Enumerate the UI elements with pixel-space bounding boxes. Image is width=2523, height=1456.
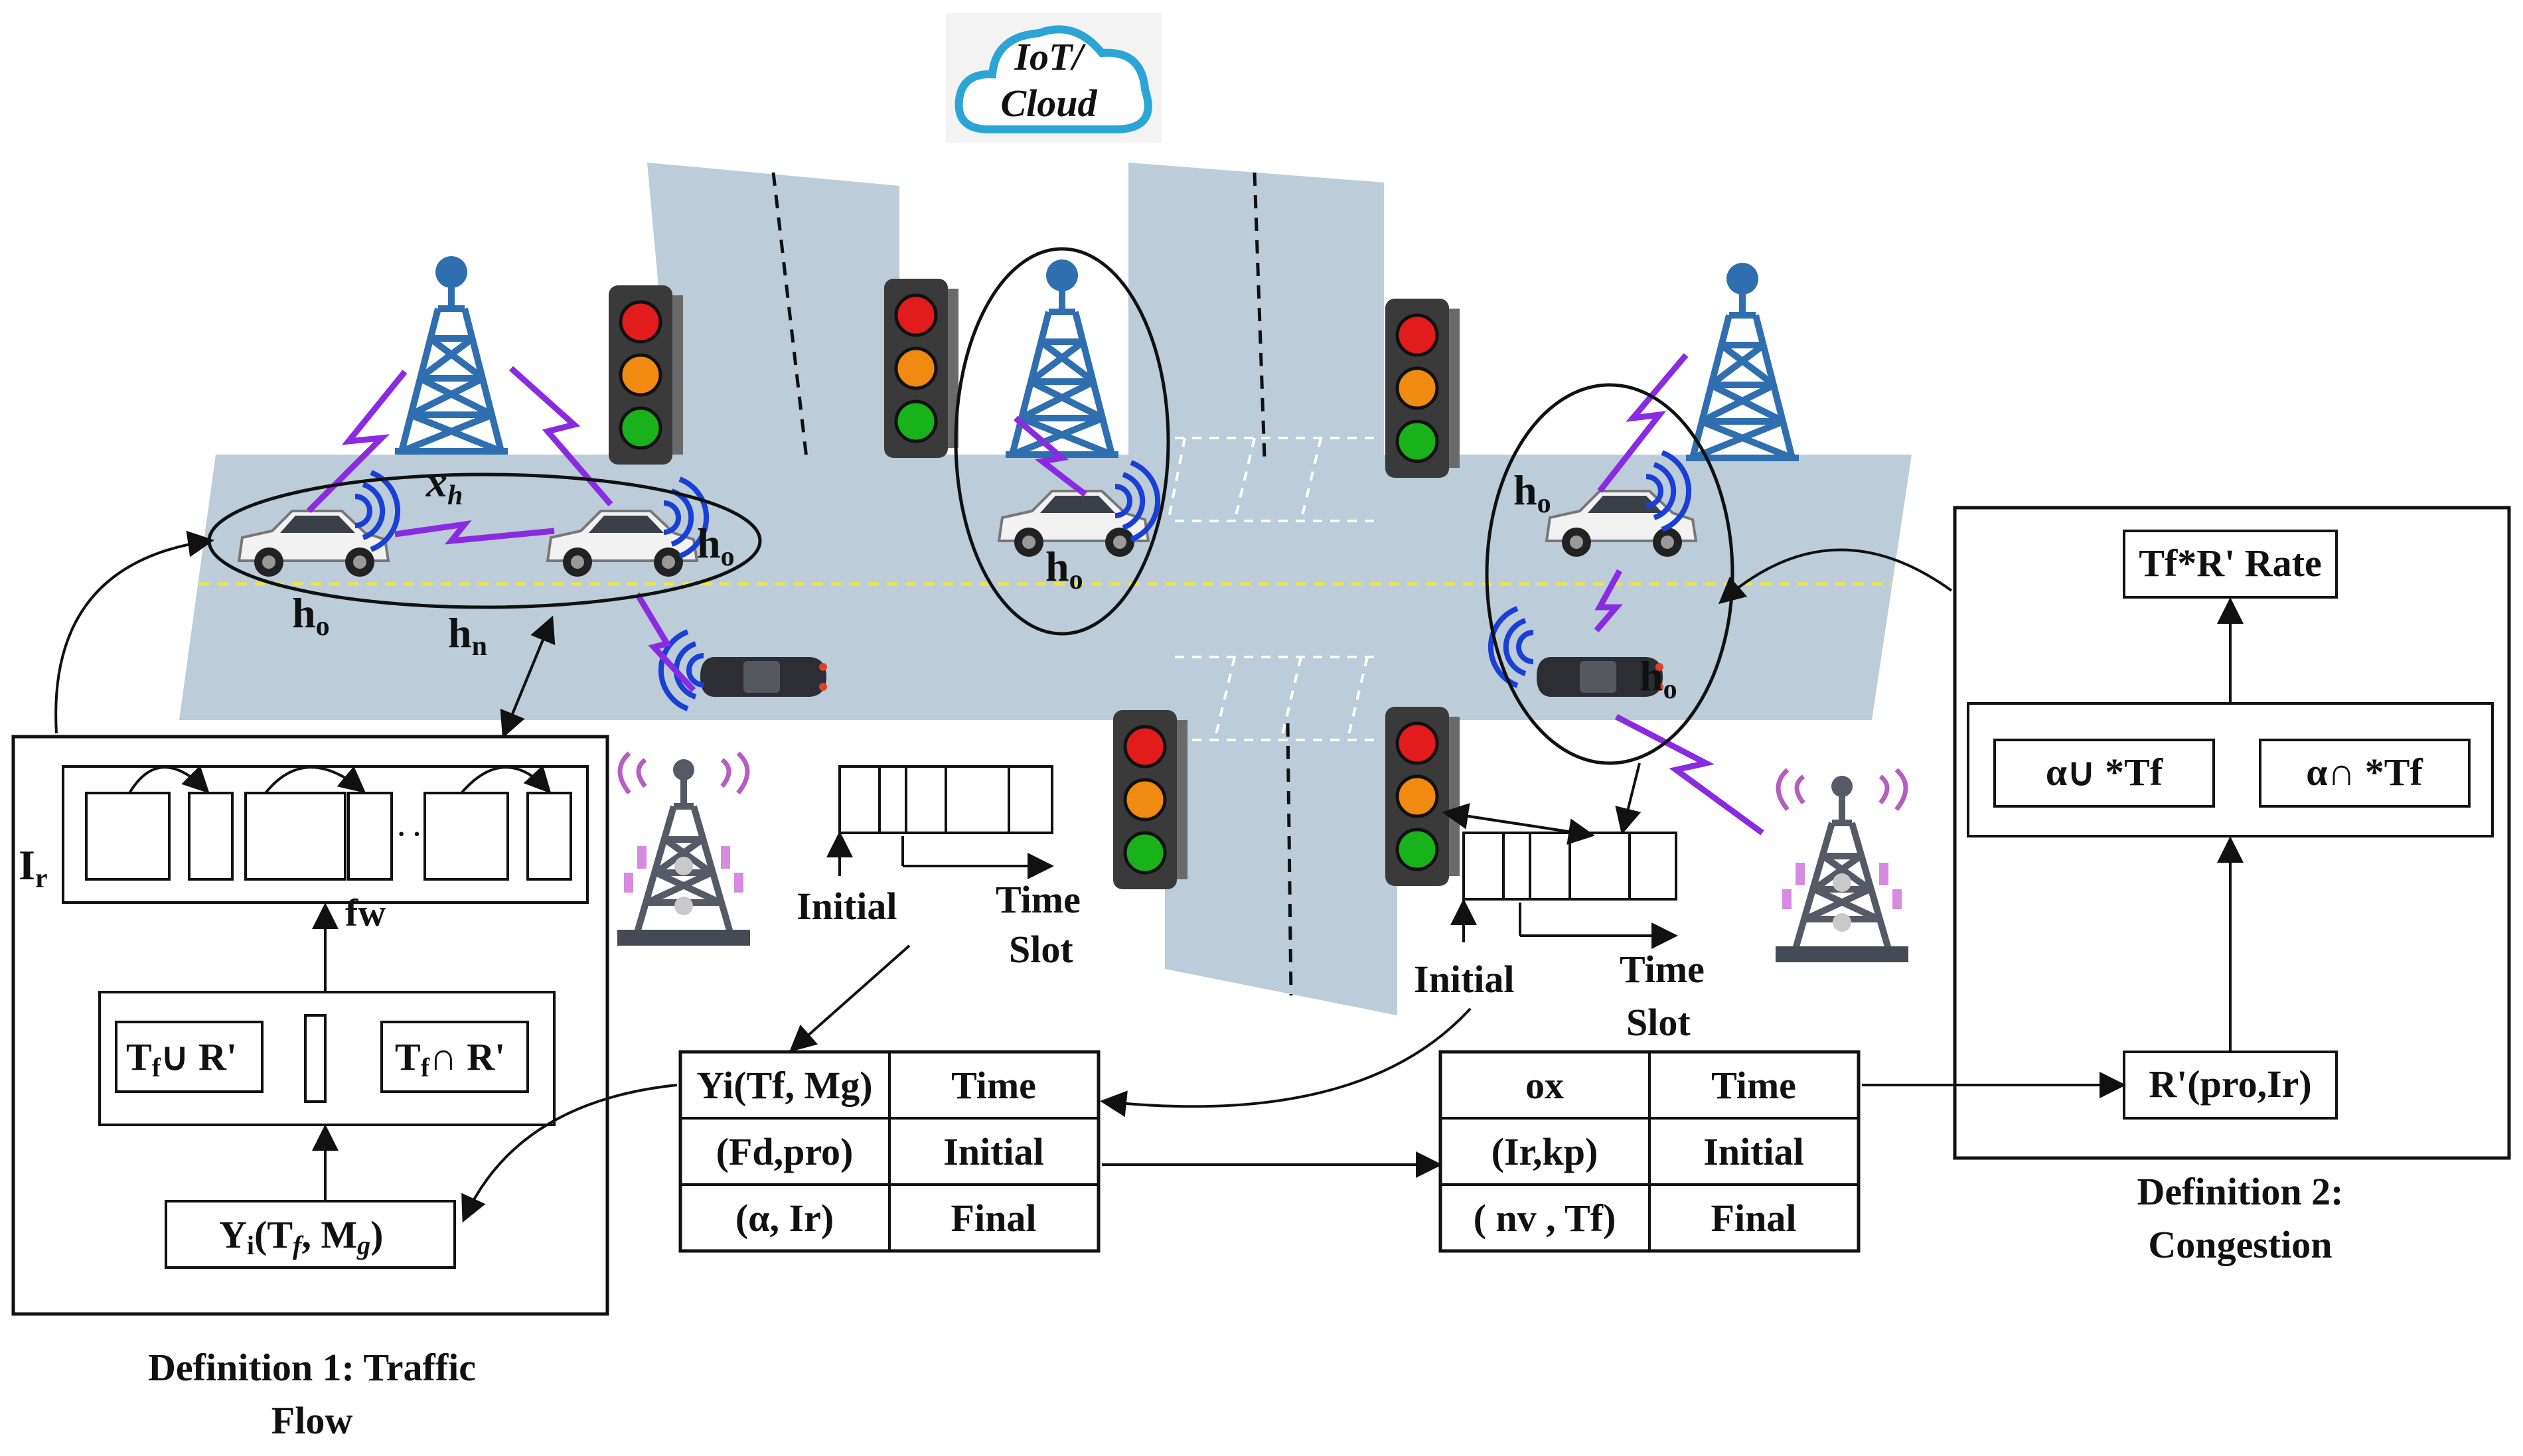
def1-union-rest: ∪ R': [161, 1035, 237, 1078]
def2-rprime: R'(pro,Ir): [2149, 1062, 2311, 1106]
ho-sub: o: [1069, 565, 1083, 595]
def1-yi: Y: [219, 1213, 247, 1256]
table-2: ox Time (Ir,kp) Initial ( nv , Tf) Final: [1438, 1050, 1861, 1253]
svg-text:Tf∩ R': Tf∩ R': [395, 1035, 505, 1082]
def2-rate: Tf*R' Rate: [2139, 542, 2321, 585]
traffic-light-icon: [1385, 299, 1460, 478]
table2-row3-left: ( nv , Tf): [1474, 1197, 1616, 1240]
definition-1-panel: · · Ir fw Tf∪ R' Tf∩ R' Yi(Tf, Mg) Defin…: [11, 735, 609, 1442]
road-vertical-right: [1128, 163, 1384, 455]
table1-row1-right: Time: [951, 1064, 1036, 1107]
def2-caption-line2: Congestion: [2148, 1223, 2332, 1266]
tower-icon: [395, 256, 508, 451]
base-station-icon: [1776, 770, 1908, 962]
table1-row1-left: Yi(Tf, Mg): [696, 1064, 872, 1107]
xh-label: x: [425, 459, 447, 506]
base-station-icon: [617, 753, 750, 946]
queue-left: Initial Time Slot: [797, 765, 1081, 971]
def1-caption-line2: Flow: [271, 1399, 353, 1442]
ho-sub: o: [316, 611, 330, 642]
queue-slot: Slot: [1009, 928, 1073, 971]
svg-text:Tf∪ R': Tf∪ R': [126, 1035, 237, 1082]
road-labels: xh ho ho hn ho ho ho: [292, 459, 1677, 705]
def1-inter-rest: ∩ R': [429, 1035, 505, 1078]
ho-label: h: [1640, 652, 1663, 699]
table2-row2-right: Initial: [1703, 1130, 1804, 1173]
traffic-light-icon: [1385, 707, 1460, 886]
car-icon: [700, 657, 827, 697]
svg-text:ho: ho: [1045, 543, 1083, 595]
def1-yi-close: ): [370, 1213, 383, 1256]
def1-ellipsis: · ·: [397, 819, 421, 849]
def1-union-f: f: [152, 1053, 161, 1082]
def1-ir-sub: r: [35, 863, 48, 894]
svg-text:ho: ho: [1513, 467, 1551, 519]
def1-yi-args: (T: [254, 1213, 293, 1256]
def1-fw: fw: [345, 891, 386, 934]
def2-alpha-inter: α∩ *Tf: [2306, 751, 2423, 794]
svg-text:ho: ho: [697, 520, 735, 572]
def2-caption-line1: Definition 2:: [2137, 1170, 2344, 1213]
hn-label: h: [448, 609, 472, 656]
table1-row2-right: Initial: [943, 1130, 1044, 1173]
def1-inter-t: T: [395, 1035, 421, 1078]
def1-yi-g: g: [356, 1230, 370, 1260]
def1-caption-line1: Definition 1: Traffic: [148, 1346, 476, 1389]
road-vertical-left: [647, 163, 899, 455]
cloud-line1: IoT/: [1014, 35, 1086, 78]
def1-inter-f: f: [421, 1053, 430, 1082]
traffic-light-icon: [1113, 710, 1187, 889]
table2-row1-right: Time: [1711, 1064, 1796, 1107]
svg-text:xh: xh: [425, 459, 463, 511]
ho-label: h: [1045, 543, 1069, 590]
traffic-light-icon: [884, 279, 958, 458]
queue-slot: Slot: [1626, 1001, 1691, 1044]
wireless-links: [306, 353, 1764, 836]
ho-label: h: [697, 520, 721, 567]
queue-time: Time: [996, 878, 1081, 921]
def2-alpha-union: α∪ *Tf: [2046, 751, 2163, 794]
svg-text:ho: ho: [1640, 652, 1677, 705]
table-1: Yi(Tf, Mg) Time (Fd,pro) Initial (α, Ir)…: [678, 1050, 1101, 1253]
table2-row2-left: (Ir,kp): [1491, 1130, 1598, 1173]
ho-label: h: [292, 589, 316, 636]
cloud-line2: Cloud: [1000, 82, 1097, 125]
table2-row1-left: ox: [1525, 1064, 1564, 1107]
ho-sub: o: [1537, 488, 1551, 519]
def1-union-t: T: [126, 1035, 152, 1078]
def1-ir: I: [19, 841, 35, 889]
def1-yi-sub: i: [247, 1230, 254, 1260]
queue-initial: Initial: [797, 885, 897, 928]
svg-text:hn: hn: [448, 609, 487, 662]
connectors: [54, 530, 2126, 1223]
table2-row3-right: Final: [1711, 1197, 1797, 1240]
xh-sub: h: [447, 480, 463, 511]
svg-text:Ir: Ir: [19, 841, 48, 894]
table1-row2-left: (Fd,pro): [716, 1130, 854, 1173]
table1-row3-left: (α, Ir): [735, 1197, 834, 1240]
ho-sub: o: [1663, 674, 1677, 705]
hn-sub: n: [472, 631, 487, 662]
definition-2-panel: Tf*R' Rate α∪ *Tf α∩ *Tf R'(pro,Ir) Defi…: [1953, 506, 2511, 1266]
svg-text:Yi(Tf, Mg): Yi(Tf, Mg): [219, 1213, 383, 1260]
def1-yi-args2: , M: [301, 1213, 357, 1256]
ho-label: h: [1513, 467, 1537, 514]
queue-time: Time: [1620, 948, 1705, 991]
road-vertical-bottom: [1165, 720, 1397, 1015]
iot-cloud: IoT/ Cloud: [946, 13, 1162, 143]
queue-initial: Initial: [1414, 958, 1515, 1001]
table1-row3-right: Final: [951, 1197, 1037, 1240]
def1-yi-f: f: [293, 1230, 304, 1260]
ho-sub: o: [721, 542, 735, 572]
svg-text:ho: ho: [292, 589, 330, 642]
tower-icon: [1686, 263, 1799, 458]
traffic-light-icon: [609, 285, 683, 465]
